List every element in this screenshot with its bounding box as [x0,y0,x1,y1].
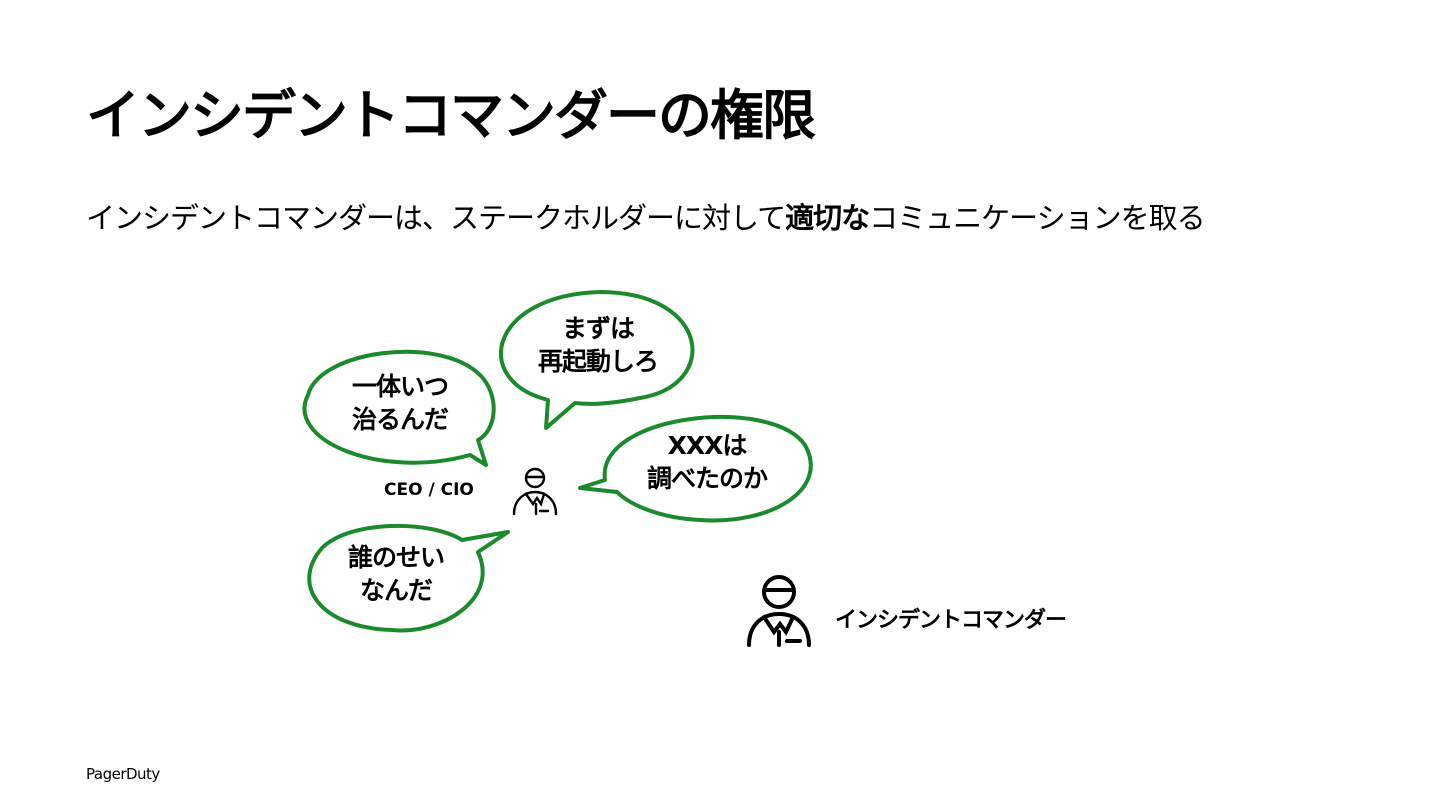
speech-bubble-whose-fault [307,523,510,633]
executive-person-icon [512,467,558,516]
bubble-line: 再起動しろ [537,346,659,376]
bubble-text-when-fixed: 一体いつ 治るんだ [320,371,480,436]
slide-subtitle: インシデントコマンダーは、ステークホルダーに対して適切なコミュニケーションを取る [86,200,1206,238]
subtitle-text-before: インシデントコマンダーは、ステークホルダーに対して [86,201,786,235]
bubble-line: 一体いつ [351,372,449,401]
bubble-text-whose-fault: 誰のせい なんだ [320,542,472,607]
speech-bubble-when-fixed [302,349,496,467]
commander-person-icon [747,575,811,647]
slide-title: インシデントコマンダーの権限 [86,84,816,147]
bubble-text-restart: まずは 再起動しろ [508,313,688,378]
subtitle-emphasis: 適切な [785,201,870,235]
bubble-line: まずは [561,314,635,343]
commander-label: インシデントコマンダー [835,608,1067,633]
speech-bubble-restart [498,290,695,430]
executive-label: CEO / CIO [384,480,474,500]
subtitle-text-after: コミュニケーションを取る [869,201,1205,235]
bubble-line: 誰のせい [347,543,445,572]
bubble-line: 治るんだ [351,404,449,434]
speech-bubble-investigated [578,414,813,523]
bubble-text-investigated: XXXは 調べたのか [622,430,792,495]
bubble-line: XXXは [667,431,748,460]
pagerduty-logo: PagerDuty [86,765,160,783]
bubble-line: なんだ [359,575,433,605]
bubble-line: 調べたのか [646,463,768,493]
